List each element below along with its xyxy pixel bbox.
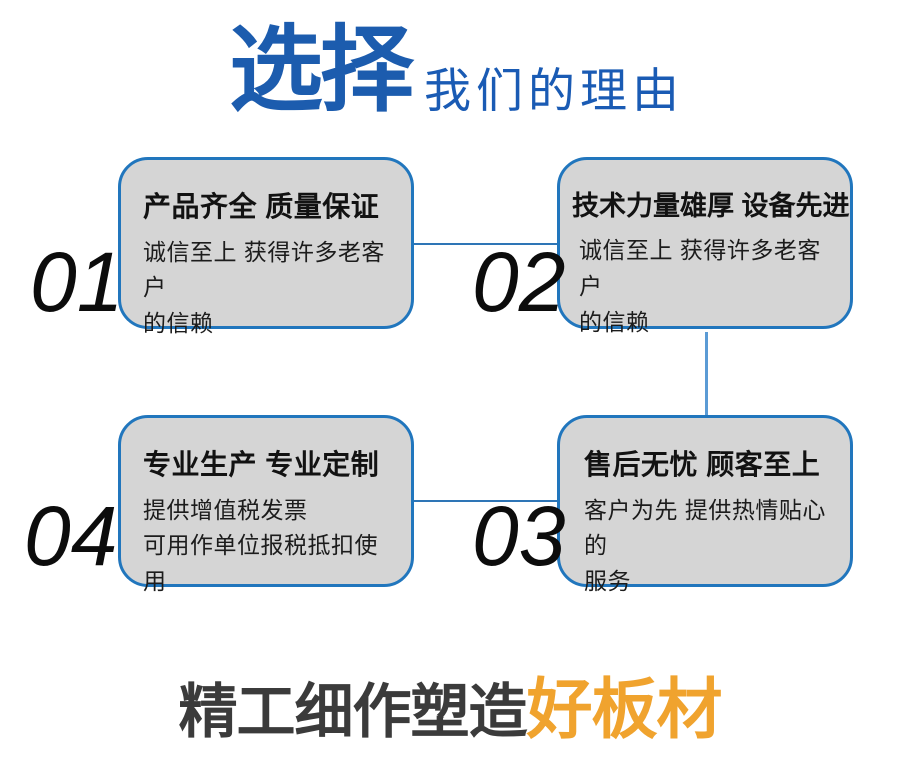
connector-box1-box2 xyxy=(414,243,557,245)
feature-1-description: 诚信至上 获得许多老客户 的信赖 xyxy=(143,238,385,336)
feature-2-description: 诚信至上 获得许多老客户 的信赖 xyxy=(579,237,821,335)
tagline-dark-text: 精工细作塑造 xyxy=(178,679,527,745)
tagline-accent-text: 好板材 xyxy=(526,672,723,746)
step-number-04: 04 xyxy=(24,489,118,583)
feature-card-4: 专业生产 专业定制 提供增值税发票 可用作单位报税抵扣使用 xyxy=(118,415,414,594)
feature-4-heading: 专业生产 专业定制 xyxy=(143,449,380,480)
step-number-01: 01 xyxy=(30,235,124,329)
feature-card-1: 产品齐全 质量保证 诚信至上 获得许多老客户 的信赖 xyxy=(118,157,414,336)
feature-card-2: 技术力量雄厚 设备先进 诚信至上 获得许多老客户 的信赖 xyxy=(557,157,853,335)
connector-box2-box3 xyxy=(705,332,708,415)
feature-4-description: 提供增值税发票 可用作单位报税抵扣使用 xyxy=(143,496,378,594)
feature-3-description: 客户为先 提供热情贴心的 服务 xyxy=(584,496,826,594)
feature-2-heading: 技术力量雄厚 设备先进 xyxy=(572,191,850,221)
bottom-tagline: 精工细作塑造好板材 xyxy=(0,676,900,742)
connector-box4-box3 xyxy=(414,500,557,502)
feature-3-heading: 售后无忧 顾客至上 xyxy=(584,449,821,480)
page-title-rest: 我们的理由 xyxy=(424,64,684,117)
feature-card-3: 售后无忧 顾客至上 客户为先 提供热情贴心的 服务 xyxy=(557,415,853,594)
page-title-highlight: 选择 xyxy=(229,17,414,122)
feature-1-heading: 产品齐全 质量保证 xyxy=(143,191,380,222)
step-number-02: 02 xyxy=(472,235,566,329)
step-number-03: 03 xyxy=(472,489,566,583)
